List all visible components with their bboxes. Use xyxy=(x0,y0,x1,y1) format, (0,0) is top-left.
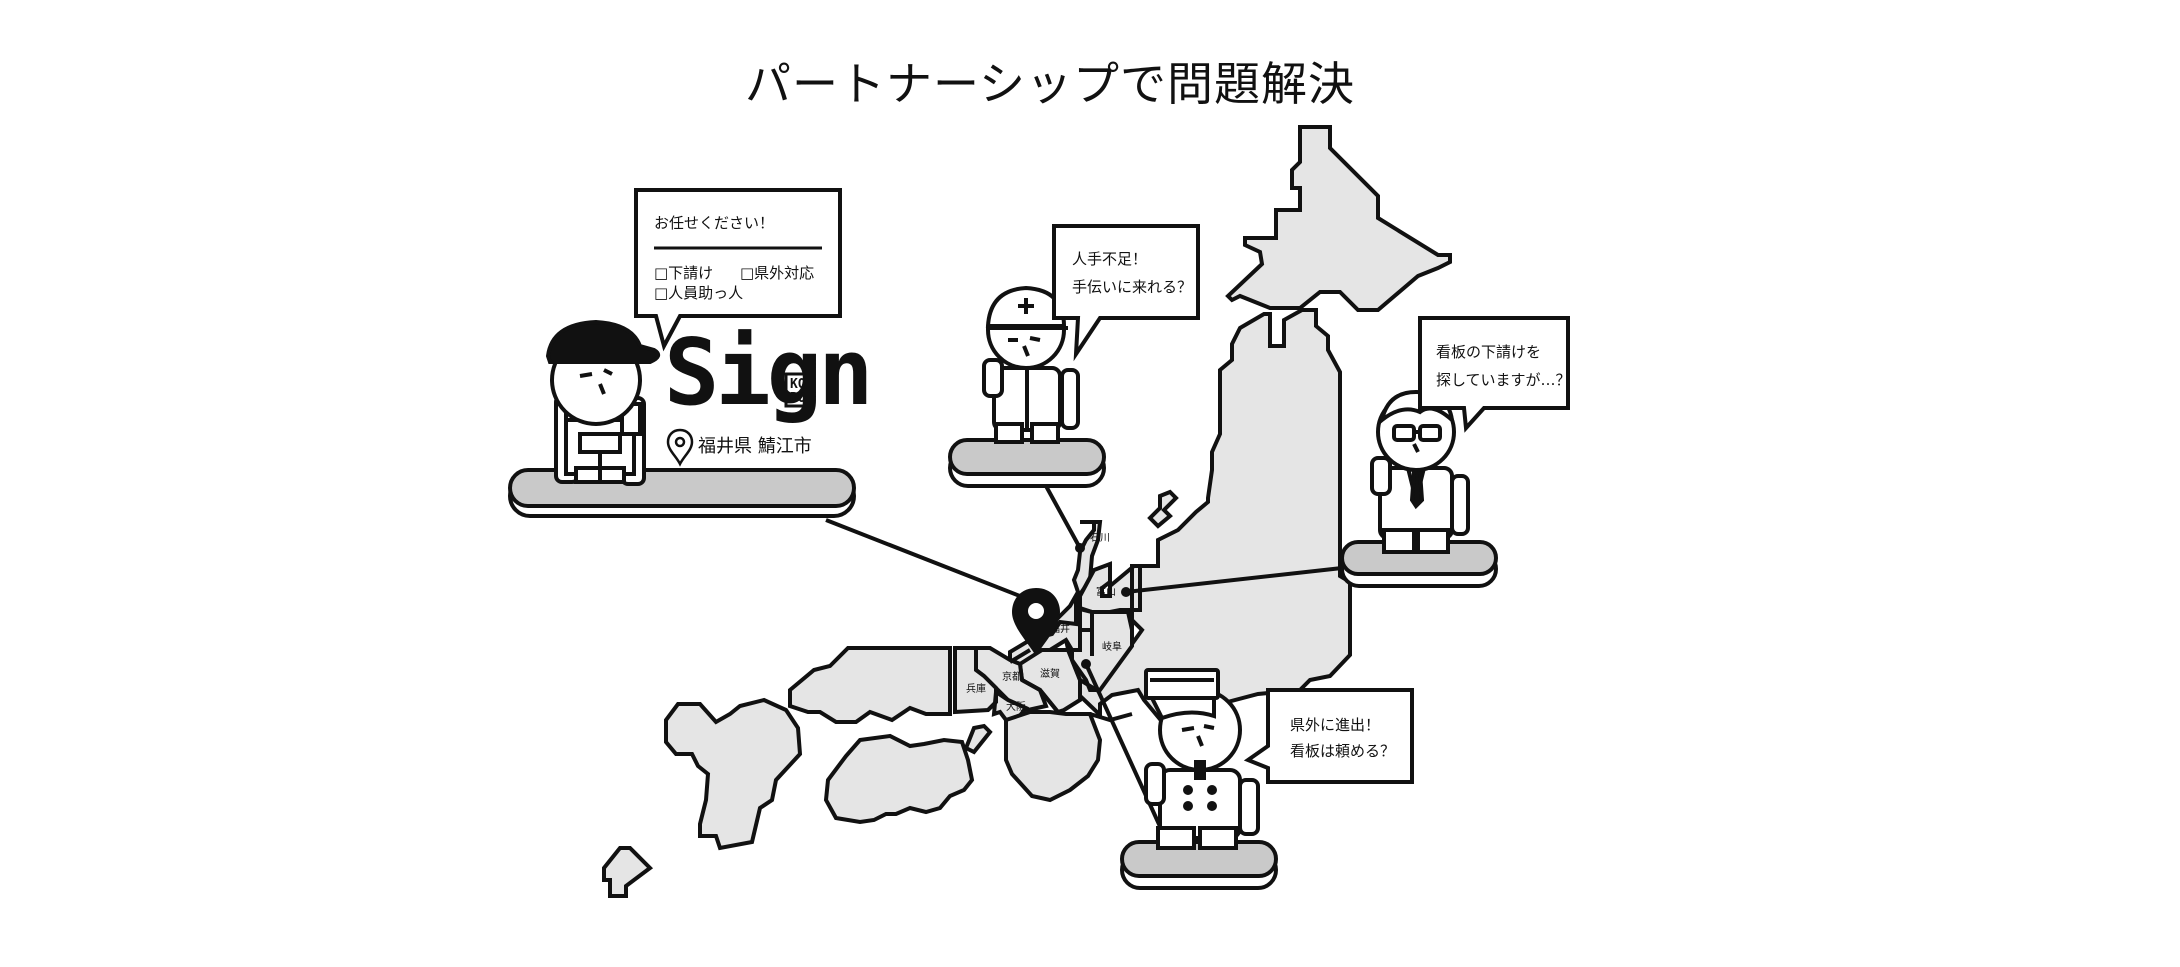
sign-kobo-logo: Sign KO BO xyxy=(664,319,874,426)
logo-location-text: 福井県 鯖江市 xyxy=(698,436,812,457)
map-fukui xyxy=(1008,605,1094,667)
pref-label-ishikawa: 石川 xyxy=(1090,533,1110,544)
bubble-shop-check-1: □下請け xyxy=(654,264,713,282)
character-salaryman xyxy=(1370,389,1470,554)
map-kii xyxy=(1004,710,1103,803)
pref-label-kyoto: 京都 xyxy=(1002,670,1022,683)
bubble-salaryman-line-2: 探していますが…？ xyxy=(1436,371,1571,389)
pref-label-osaka: 大阪 xyxy=(1006,700,1026,713)
map-chugoku xyxy=(788,646,952,724)
japan-map xyxy=(602,125,1452,898)
bubble-worker-line-2: 手伝いに来れる？ xyxy=(1072,278,1192,296)
connector-dots xyxy=(1075,543,1131,669)
bubble-salaryman-line-1: 看板の下請けを xyxy=(1436,343,1541,361)
character-shop-owner xyxy=(545,319,661,486)
logo-location: 福井県 鯖江市 xyxy=(666,428,812,467)
bubble-chef: 県外に進出！ 看板は頼める？ xyxy=(1243,688,1414,784)
map-shikoku xyxy=(823,733,975,825)
bubble-chef-line-1: 県外に進出！ xyxy=(1290,716,1380,734)
map-awaji xyxy=(963,723,993,755)
character-worker xyxy=(982,285,1080,444)
bubble-shop-check-3: □人員助っ人 xyxy=(654,284,743,302)
bubble-shop-heading: お任せください！ xyxy=(654,214,774,232)
bubble-salaryman: 看板の下請けを 探していますが…？ xyxy=(1418,316,1571,433)
pref-label-shiga: 滋賀 xyxy=(1040,667,1060,680)
location-outline-icon xyxy=(666,428,694,467)
page-title: パートナーシップで問題解決 xyxy=(745,57,1355,111)
bubble-chef-line-2: 看板は頼める？ xyxy=(1290,742,1395,760)
logo-name: Sign xyxy=(664,319,870,426)
bubble-shop-owner: お任せください！ □下請け □県外対応 □人員助っ人 xyxy=(634,188,842,352)
prefecture-borders xyxy=(974,566,1134,723)
map-honshu-east xyxy=(1063,308,1352,727)
pref-label-toyama: 富山 xyxy=(1096,585,1116,598)
location-pin-icon xyxy=(1012,588,1060,656)
map-kyushu xyxy=(664,697,803,851)
bubble-worker: 人手不足！ 手伝いに来れる？ xyxy=(1052,224,1200,362)
map-sado xyxy=(1147,489,1179,529)
platforms xyxy=(508,438,1498,890)
map-island-south xyxy=(602,846,654,898)
map-hokkaido xyxy=(1225,125,1452,312)
character-chef xyxy=(1144,668,1260,850)
connector-lines xyxy=(825,485,1343,845)
pref-label-hyogo: 兵庫 xyxy=(966,682,986,695)
pref-label-gifu: 岐阜 xyxy=(1102,640,1122,653)
logo-sub-bo: BO xyxy=(790,391,806,406)
logo-sub-ko: KO xyxy=(790,377,806,392)
bubble-shop-check-2: □県外対応 xyxy=(740,264,814,282)
bubble-worker-line-1: 人手不足！ xyxy=(1072,250,1147,268)
